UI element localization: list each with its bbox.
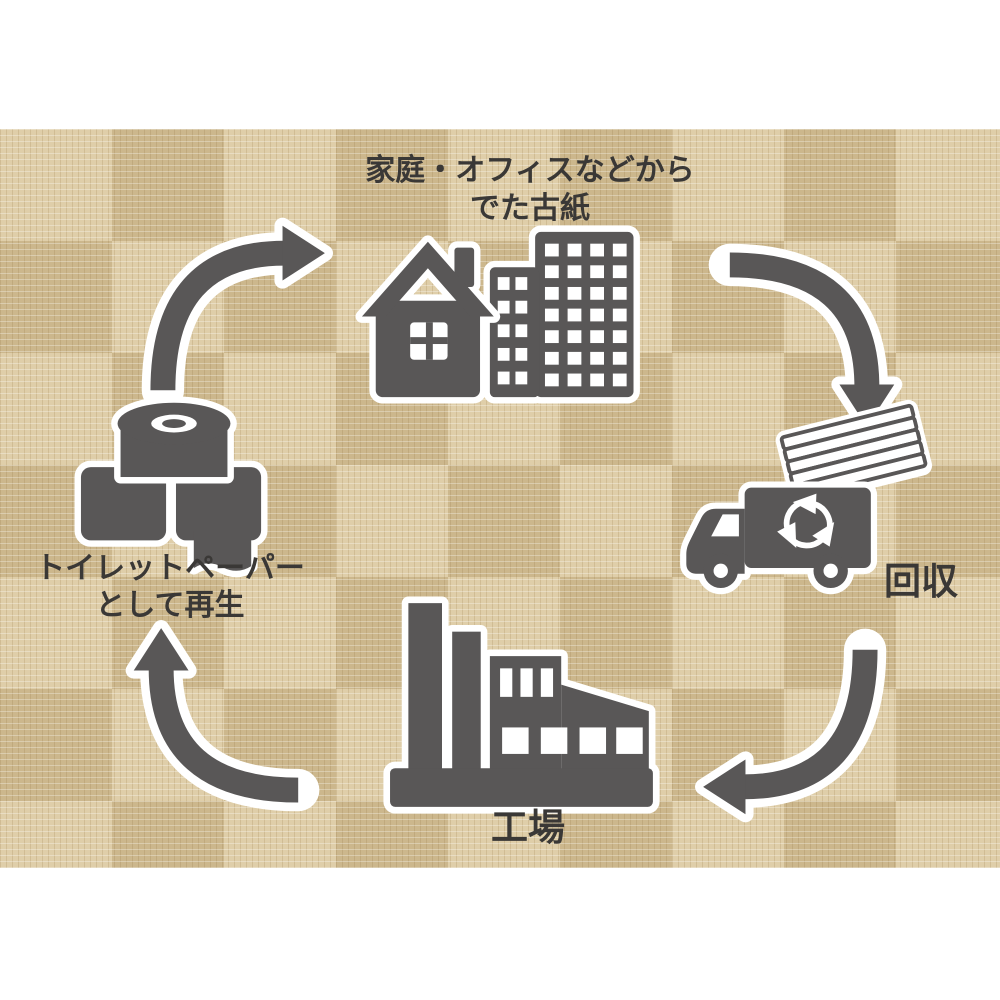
factory-icon xyxy=(388,597,658,811)
house-and-office-buildings-icon xyxy=(360,222,665,409)
factory-label: 工場 xyxy=(491,807,565,848)
recycle-label: トイレットペーパー として再生 xyxy=(8,550,332,624)
roll-core xyxy=(151,414,197,433)
toilet-paper-rolls-icon xyxy=(75,382,273,575)
collection-label: 回収 xyxy=(884,561,958,602)
cab-window xyxy=(711,514,739,537)
source-label-line2: でた古紙 xyxy=(470,192,590,225)
rear-wheel-hub xyxy=(823,563,838,579)
cycle-arrow-bottom-right-icon xyxy=(700,628,890,818)
recycle-label-line2: として再生 xyxy=(95,589,245,622)
building-windows xyxy=(497,243,627,387)
cycle-arrow-bottom-left-icon xyxy=(130,625,320,815)
front-wheel-hub xyxy=(713,563,728,579)
recycle-label-line1: トイレットペーパー xyxy=(35,552,305,585)
source-label-line1: 家庭・オフィスなどから xyxy=(365,154,695,187)
house-window xyxy=(410,322,448,360)
recycling-truck-with-paper-stack-icon xyxy=(668,415,936,611)
source-label: 家庭・オフィスなどから でた古紙 xyxy=(250,152,810,228)
factory-windows xyxy=(500,668,643,754)
cycle-arrow-top-right-icon xyxy=(708,240,898,430)
